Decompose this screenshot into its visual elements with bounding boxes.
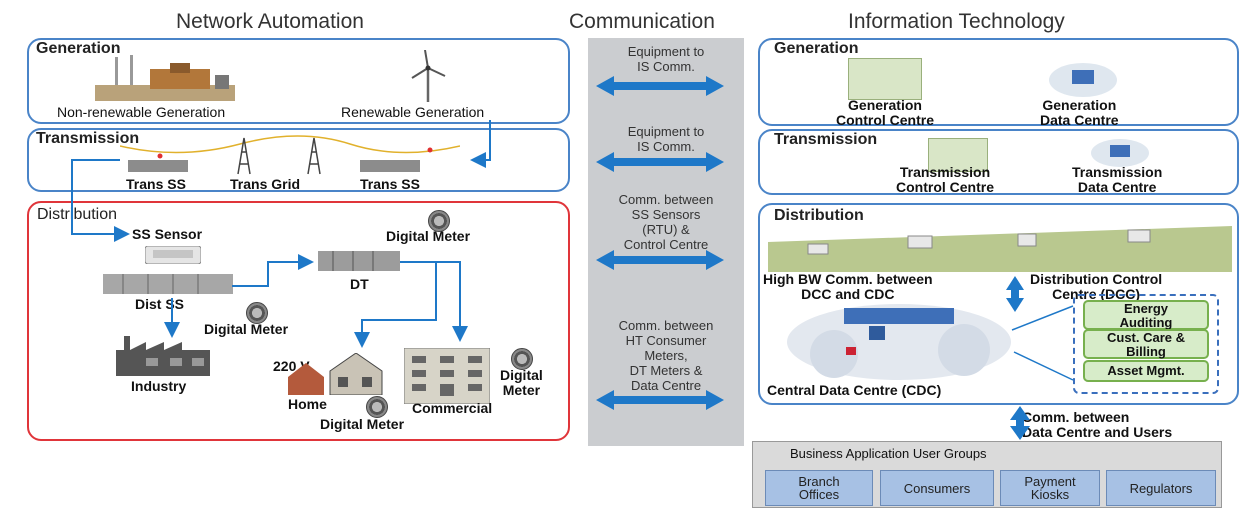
user-group-payment-kiosks: Payment Kiosks	[1000, 470, 1100, 506]
communication-band	[588, 38, 744, 446]
transmission-control-centre-label: Transmission Control Centre	[896, 164, 994, 195]
cust-care-billing-box: Cust. Care & Billing	[1083, 329, 1209, 359]
it-transmission-box	[758, 129, 1239, 195]
renewable-generation-label: Renewable Generation	[341, 104, 485, 120]
digital-meter-icon-4	[366, 396, 388, 418]
home-image	[286, 352, 392, 396]
central-data-centre-image	[784, 302, 1014, 382]
generation-data-centre-image	[1048, 60, 1118, 98]
home-label: Home	[288, 396, 327, 412]
dt-transformer-image	[318, 249, 400, 273]
comm-double-arrow-3	[596, 250, 724, 270]
comm-label-1: Equipment to IS Comm.	[627, 44, 705, 74]
digital-meter-label-3: Digital Meter	[500, 367, 543, 398]
user-group-regulators: Regulators	[1106, 470, 1216, 506]
user-group-branch-offices: Branch Offices	[765, 470, 873, 506]
cdc-applications-group	[1073, 294, 1219, 394]
dt-label: DT	[350, 276, 369, 292]
it-distribution-box	[758, 203, 1239, 405]
distribution-landscape-image	[768, 222, 1232, 272]
it-generation-title: Generation	[774, 40, 859, 57]
communication-title: Communication	[569, 10, 715, 33]
cdc-label: Central Data Centre (CDC)	[767, 382, 942, 398]
generation-control-centre-label: Generation Control Centre	[836, 97, 934, 128]
transmission-data-centre-label: Transmission Data Centre	[1072, 164, 1163, 195]
digital-meter-label-4: Digital Meter	[320, 416, 405, 432]
commercial-label: Commercial	[412, 400, 493, 416]
comm-label-3: Comm. between SS Sensors (RTU) & Control…	[618, 192, 714, 252]
comm-double-arrow-4	[596, 390, 724, 410]
trans-ss-label-1: Trans SS	[126, 176, 186, 192]
it-transmission-title: Transmission	[774, 131, 878, 148]
comm-label-4: Comm. between HT Consumer Meters, DT Met…	[618, 318, 714, 393]
transmission-data-centre-image	[1090, 138, 1150, 168]
it-generation-box	[758, 38, 1239, 126]
industry-factory-image	[116, 336, 210, 376]
comm-double-arrow-2	[596, 152, 724, 172]
asset-mgmt-box: Asset Mgmt.	[1083, 360, 1209, 382]
comm-double-arrow-1	[596, 76, 724, 96]
digital-meter-icon-1	[428, 210, 450, 232]
high-bw-comm-label: High BW Comm. between DCC and CDC	[763, 271, 933, 302]
na-generation-box	[27, 38, 570, 124]
ss-sensor-device-image	[144, 245, 202, 265]
trans-ss-label-2: Trans SS	[360, 176, 420, 192]
information-technology-title: Information Technology	[848, 10, 1065, 33]
ss-sensor-label: SS Sensor	[132, 226, 203, 242]
it-distribution-title: Distribution	[774, 207, 864, 224]
na-transmission-title: Transmission	[36, 130, 140, 147]
na-generation-title: Generation	[36, 40, 121, 57]
digital-meter-icon-3	[511, 348, 533, 370]
transmission-control-centre-image	[928, 138, 988, 172]
na-distribution-title: Distribution	[37, 206, 118, 223]
non-renewable-generation-label: Non-renewable Generation	[57, 104, 226, 120]
comm-label-2: Equipment to IS Comm.	[627, 124, 705, 154]
industry-label: Industry	[131, 378, 187, 394]
dcc-cdc-vertical-arrow	[1006, 276, 1024, 312]
business-user-groups-title: Business Application User Groups	[790, 446, 987, 461]
dist-ss-image	[103, 270, 233, 296]
na-distribution-box	[27, 201, 570, 441]
cdc-users-vertical-arrow	[1010, 406, 1030, 440]
na-transmission-box	[27, 128, 570, 192]
transmission-infrastructure-image	[119, 134, 461, 176]
digital-meter-label-2: Digital Meter	[204, 321, 289, 337]
digital-meter-label-1: Digital Meter	[386, 228, 471, 244]
power-plant-image	[95, 55, 235, 101]
trans-grid-label: Trans Grid	[230, 176, 301, 192]
comm-data-centre-users-label: Comm. between Data Centre and Users	[1022, 409, 1173, 440]
user-group-consumers: Consumers	[880, 470, 994, 506]
network-automation-title: Network Automation	[176, 10, 364, 33]
wind-turbine-image	[403, 49, 453, 102]
generation-data-centre-label: Generation Data Centre	[1040, 97, 1119, 128]
generation-control-centre-image	[848, 58, 922, 100]
digital-meter-icon-2	[246, 302, 268, 324]
